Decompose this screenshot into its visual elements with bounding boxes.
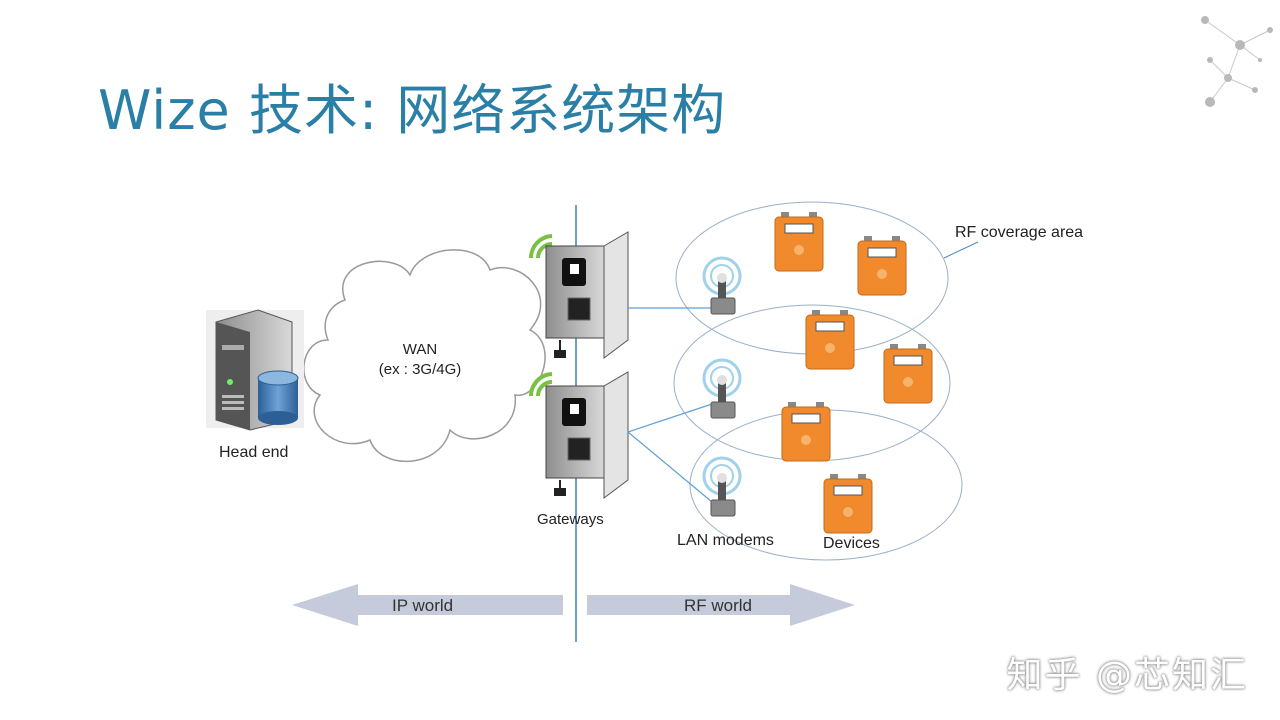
ip-world-label: IP world	[392, 596, 454, 615]
meter-icon	[774, 212, 824, 272]
wan-label: WAN (ex : 3G/4G)	[355, 340, 485, 380]
rf-world-label: RF world	[684, 596, 753, 615]
rf-world-arrow	[587, 584, 855, 626]
server-icon	[206, 309, 304, 431]
head-end-label: Head end	[219, 444, 289, 461]
rf-coverage-label: RF coverage area	[955, 224, 1084, 241]
page-title: Wize 技术: 网络系统架构	[98, 79, 727, 142]
meter-devices	[774, 212, 933, 534]
meter-icon	[781, 402, 831, 462]
meter-icon	[857, 236, 907, 296]
lan-modem-1-icon	[702, 256, 742, 315]
lan-modem-2-icon	[702, 358, 742, 419]
devices-label: Devices	[823, 535, 880, 552]
meter-icon	[823, 474, 873, 534]
lan-modem-3-icon	[702, 456, 742, 517]
wan-cloud-icon	[303, 249, 546, 462]
gateways-label: Gateways	[537, 511, 604, 528]
lan-modems-label: LAN modems	[677, 532, 774, 549]
watermark: 知乎 @芯知汇	[1006, 655, 1248, 696]
gateway-modem-links	[627, 307, 713, 503]
ip-world-arrow	[292, 584, 563, 626]
meter-icon	[805, 310, 855, 370]
gateway-2-icon	[528, 371, 629, 499]
wan-label-line1: WAN	[402, 341, 438, 358]
gateway-1-icon	[528, 231, 629, 359]
meter-icon	[883, 344, 933, 404]
wan-label-line2: (ex : 3G/4G)	[378, 361, 462, 378]
rf-coverage-pointer	[943, 241, 979, 259]
